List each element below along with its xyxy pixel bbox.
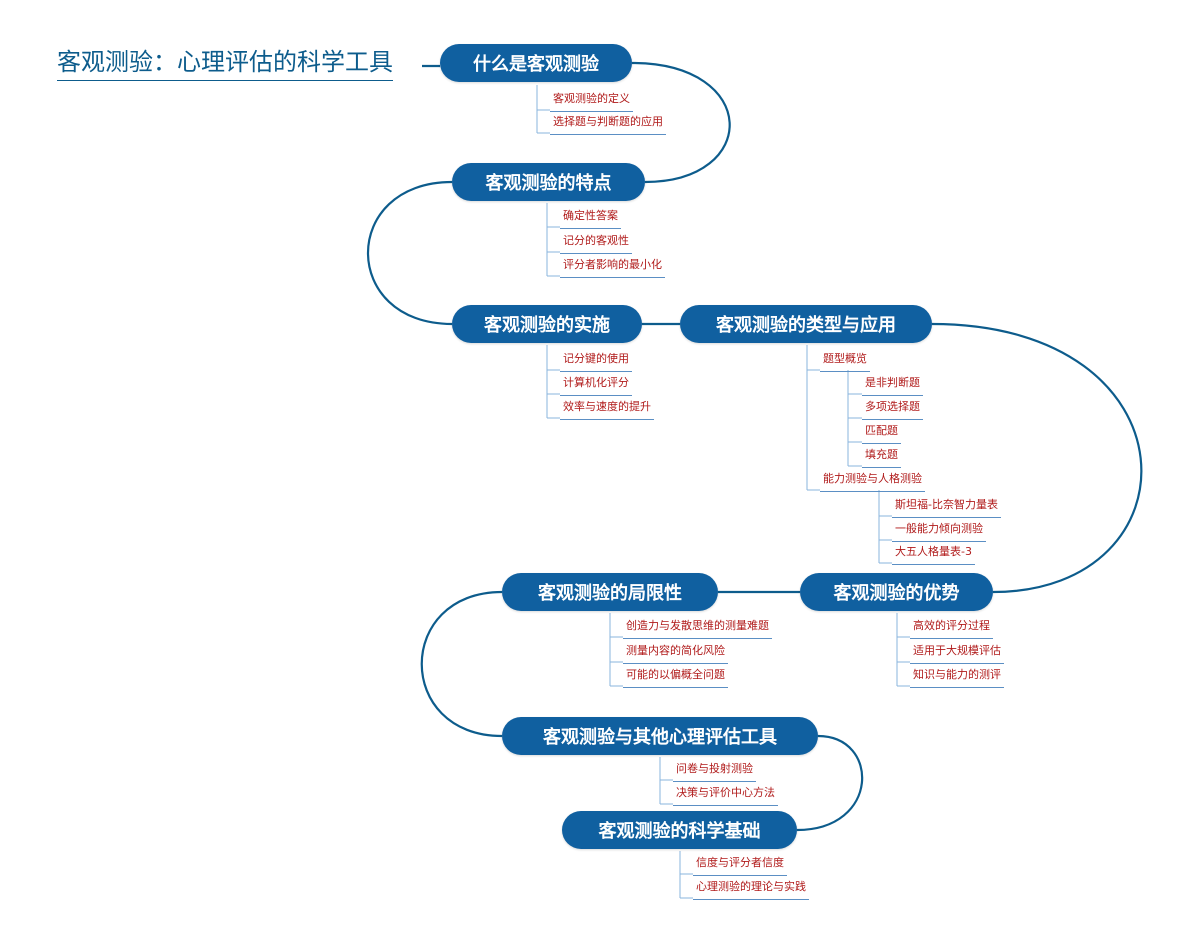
topic-node-limitations[interactable]: 客观测验的局限性 [502, 573, 718, 611]
leaf-creativity[interactable]: 创造力与发散思维的测量难题 [623, 616, 772, 639]
bracket-topic-2 [546, 203, 560, 277]
leaf-reliability[interactable]: 信度与评分者信度 [693, 853, 787, 876]
leaf-theory-practice[interactable]: 心理测验的理论与实践 [693, 877, 809, 900]
root-title: 客观测验：心理评估的科学工具 [57, 46, 393, 81]
leaf-stanford-binet[interactable]: 斯坦福-比奈智力量表 [892, 495, 1001, 518]
leaf-efficient-scoring[interactable]: 高效的评分过程 [910, 616, 993, 639]
topic-node-scientific-basis[interactable]: 客观测验的科学基础 [562, 811, 797, 849]
bracket-topic-1 [536, 85, 550, 134]
leaf-simplification[interactable]: 测量内容的简化风险 [623, 641, 728, 664]
leaf-item-overview[interactable]: 题型概览 [820, 349, 870, 372]
bracket-sub-2 [878, 490, 892, 564]
leaf-overgeneralization[interactable]: 可能的以偏概全问题 [623, 665, 728, 688]
leaf-matching[interactable]: 匹配题 [862, 421, 901, 444]
bracket-topic-4 [806, 345, 820, 491]
leaf-computer-scoring[interactable]: 计算机化评分 [560, 373, 632, 396]
leaf-true-false[interactable]: 是非判断题 [862, 373, 923, 396]
topic-node-characteristics[interactable]: 客观测验的特点 [452, 163, 645, 201]
bracket-topic-7 [659, 757, 673, 805]
leaf-knowledge-ability[interactable]: 知识与能力的测评 [910, 665, 1004, 688]
leaf-definite-answer[interactable]: 确定性答案 [560, 206, 621, 229]
curve-7-8 [796, 734, 864, 832]
leaf-projective[interactable]: 问卷与投射测验 [673, 759, 756, 782]
leaf-choice-judgment[interactable]: 选择题与判断题的应用 [550, 112, 666, 135]
leaf-definition[interactable]: 客观测验的定义 [550, 89, 633, 112]
leaf-scorer-influence[interactable]: 评分者影响的最小化 [560, 255, 665, 278]
bracket-topic-8 [679, 851, 693, 899]
curve-2-3 [366, 180, 453, 326]
leaf-big-five[interactable]: 大五人格量表-3 [892, 542, 975, 565]
leaf-fill-in[interactable]: 填充题 [862, 445, 901, 468]
leaf-ability-personality[interactable]: 能力测验与人格测验 [820, 469, 925, 492]
leaf-general-aptitude[interactable]: 一般能力倾向测验 [892, 519, 986, 542]
topic-node-administration[interactable]: 客观测验的实施 [452, 305, 642, 343]
topic-node-other-tools[interactable]: 客观测验与其他心理评估工具 [502, 717, 818, 755]
curve-4-5 [931, 322, 1143, 594]
topic-node-advantages[interactable]: 客观测验的优势 [800, 573, 993, 611]
bracket-topic-6 [609, 613, 623, 687]
topic-node-what-is[interactable]: 什么是客观测验 [440, 44, 632, 82]
leaf-efficiency[interactable]: 效率与速度的提升 [560, 397, 654, 420]
leaf-large-scale[interactable]: 适用于大规模评估 [910, 641, 1004, 664]
leaf-multiple-choice[interactable]: 多项选择题 [862, 397, 923, 420]
leaf-scoring-key[interactable]: 记分键的使用 [560, 349, 632, 372]
bracket-topic-5 [896, 613, 910, 687]
curve-1-2 [631, 61, 731, 184]
bracket-sub-1 [847, 370, 862, 467]
leaf-scoring-objectivity[interactable]: 记分的客观性 [560, 231, 632, 254]
bracket-topic-3 [546, 345, 560, 419]
topic-node-types-applications[interactable]: 客观测验的类型与应用 [680, 305, 932, 343]
curve-6-7 [420, 590, 503, 738]
leaf-assessment-center[interactable]: 决策与评价中心方法 [673, 783, 778, 806]
